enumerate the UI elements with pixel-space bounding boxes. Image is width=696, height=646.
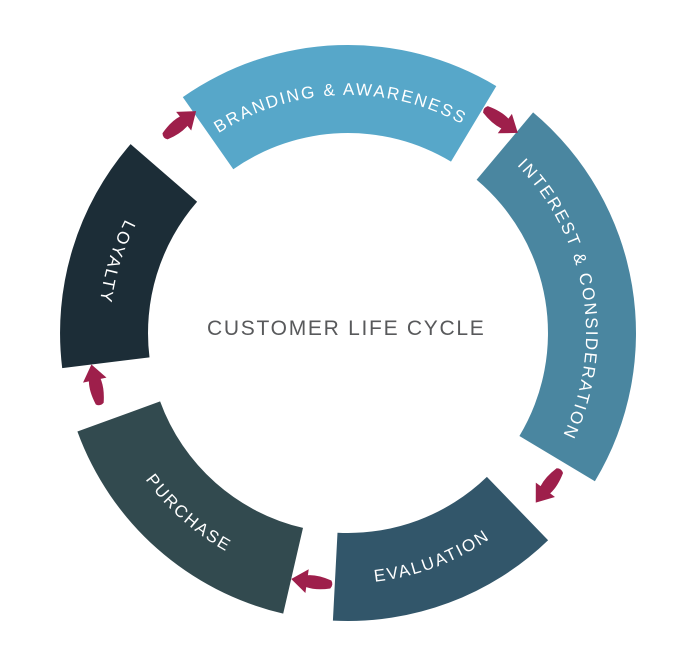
diagram-title: CUSTOMER LIFE CYCLE [207, 317, 485, 340]
segment-purchase [77, 401, 304, 614]
arrow-evaluation-to-purchase-icon [289, 567, 334, 597]
arrow-interest-to-evaluation-icon [526, 462, 571, 510]
segment-loyalty [60, 144, 198, 369]
arrow-purchase-to-loyalty-icon [79, 361, 112, 408]
segment-evaluation [332, 476, 549, 621]
segment-branding-awareness [182, 44, 497, 170]
segment-interest-consideration [476, 112, 636, 482]
